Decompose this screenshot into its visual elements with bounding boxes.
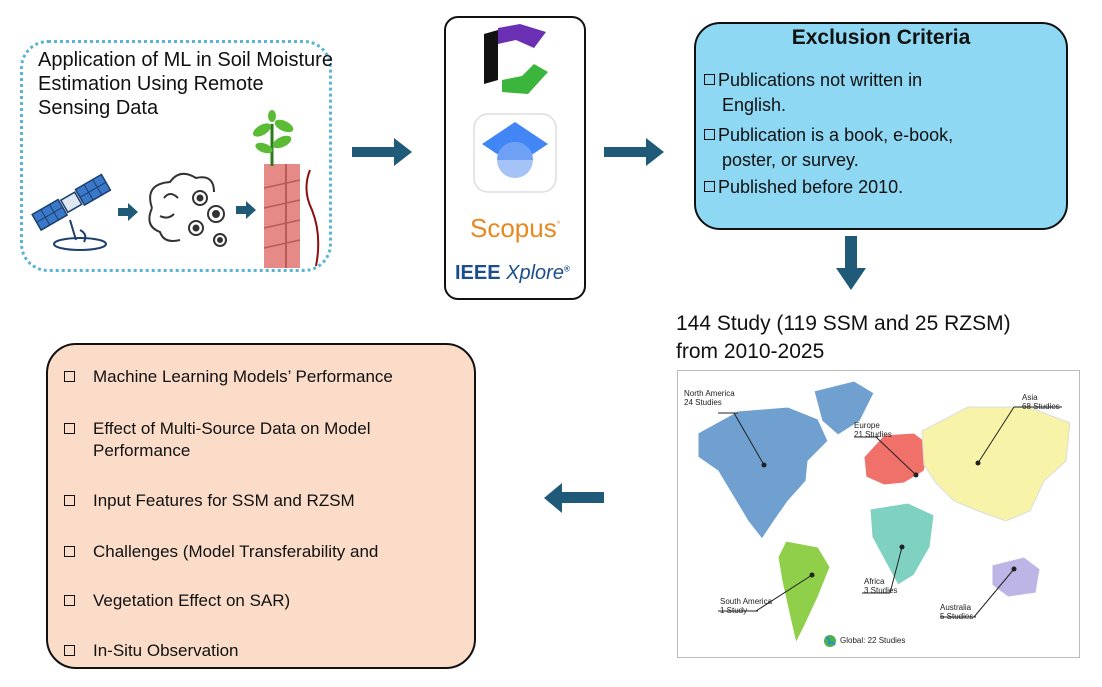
arrow-right-1 [352,138,412,166]
topic-illustration [31,164,320,268]
ieee-xplore-logo-text: IEEE Xplore® [455,262,570,284]
study-count-line1: 144 Study (119 SSM and 25 RZSM) [676,312,1011,335]
africa-region [869,502,935,586]
checkbox-icon [64,645,75,656]
checkbox-icon [704,181,715,192]
google-scholar-logo [473,113,557,193]
web-of-science-logo [484,24,548,94]
exclusion-item: Published before 2010. [704,175,1054,199]
brain-gears-icon [148,172,227,247]
results-item: Vegetation Effect on SAR) [64,590,464,612]
arrow-down [836,236,866,290]
globe-icon [824,635,836,647]
south-america-region [777,540,831,645]
checkbox-icon [704,74,715,85]
topic-title: Application of ML in Soil Moisture Estim… [38,49,333,119]
exclusion-item: Publication is a book, e-book, [704,123,1054,147]
north-america-region [697,406,829,540]
checkbox-icon [64,595,75,606]
exclusion-title: Exclusion Criteria [791,26,971,49]
checkbox-icon [64,423,75,434]
satellite-icon [31,173,112,251]
australia-region [991,556,1041,598]
plant-icon [252,110,294,166]
study-count-line2: from 2010-2025 [676,340,825,363]
europe-region [863,432,931,486]
soil-column-icon [263,164,320,268]
small-arrow-1 [118,203,138,221]
label-global: Global: 22 Studies [840,636,906,645]
scopus-logo-text: Scopus° [470,213,561,243]
results-item: Effect of Multi-Source Data on Model Per… [64,418,454,462]
results-box [46,343,476,669]
results-item: Machine Learning Models’ Performance [64,366,464,388]
exclusion-box [694,22,1068,230]
study-count-text: 144 Study (119 SSM and 25 RZSM) from 201… [676,310,1096,366]
arrow-right-2 [604,138,664,166]
greenland-region [813,380,875,436]
checkbox-icon [64,371,75,382]
checkbox-icon [64,495,75,506]
arrow-left [544,483,604,513]
asia-region [921,406,1071,522]
small-arrow-2 [236,201,256,219]
exclusion-item: Publications not written in [704,68,1054,92]
checkbox-icon [64,546,75,557]
exclusion-item: English. [722,95,787,115]
world-map-shapes [697,380,1071,647]
results-item: Input Features for SSM and RZSM [64,490,464,512]
exclusion-item: poster, or survey. [722,150,859,170]
topic-box [20,40,332,272]
checkbox-icon [704,129,715,140]
results-item: In-Situ Observation [64,640,464,662]
results-item: Challenges (Model Transferability and [64,541,464,563]
